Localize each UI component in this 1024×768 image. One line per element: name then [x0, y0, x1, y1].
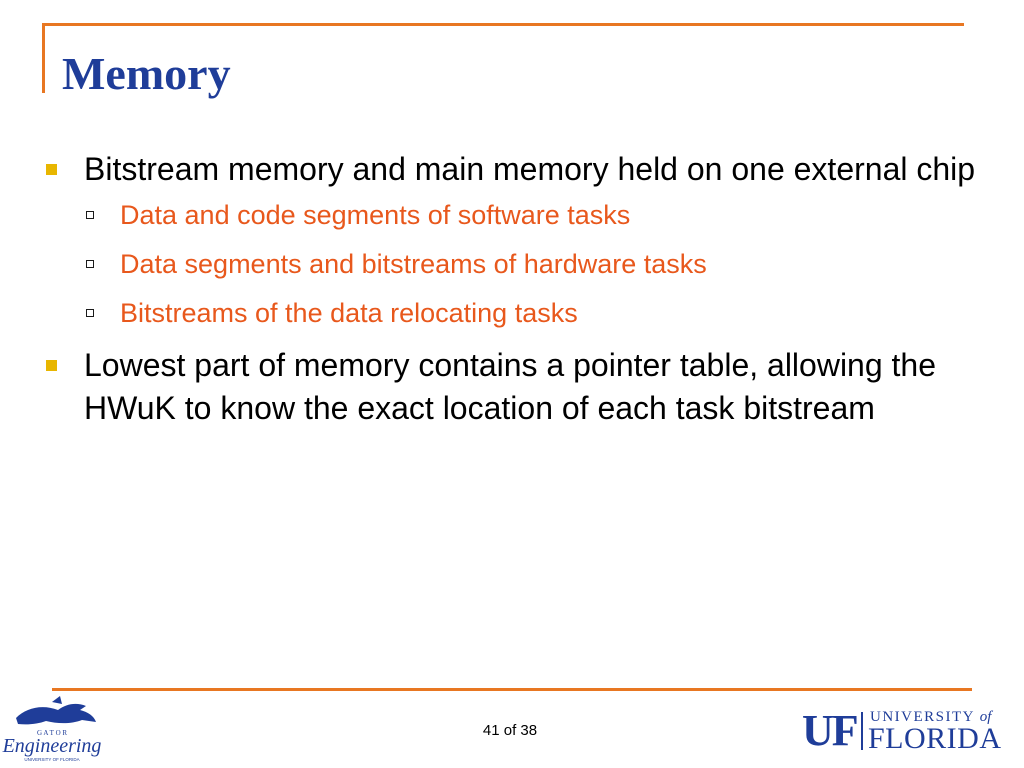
sub-bullet-item-2: Data segments and bitstreams of hardware…: [84, 248, 980, 280]
slide-title: Memory: [62, 48, 231, 99]
logo-gator-text: G A T O R: [37, 729, 67, 737]
logo-university-text: UNIVERSITY OF FLORIDA: [24, 757, 79, 762]
sub-bullet-text: Bitstreams of the data relocating tasks: [120, 298, 578, 328]
sub-bullet-text: Data segments and bitstreams of hardware…: [120, 249, 707, 279]
footer-rule: [52, 688, 972, 691]
gator-engineering-logo: G A T O R Engineering UNIVERSITY OF FLOR…: [2, 696, 101, 762]
uf-logo: UF UNIVERSITY of FLORIDA: [802, 708, 1007, 754]
square-bullet-icon: [46, 360, 57, 371]
bullet-text: Bitstream memory and main memory held on…: [84, 151, 976, 187]
square-bullet-icon: [46, 164, 57, 175]
bullet-text: Lowest part of memory contains a pointer…: [84, 347, 937, 426]
uf-logo-divider: [861, 712, 863, 750]
uf-florida-line: FLORIDA: [868, 722, 1002, 755]
bullet-list: Bitstream memory and main memory held on…: [45, 148, 980, 430]
hollow-square-bullet-icon: [86, 260, 94, 268]
uf-university-line: UNIVERSITY of: [870, 709, 992, 725]
sub-bullet-item-1: Data and code segments of software tasks: [84, 199, 980, 231]
page-number: 41 of 38: [482, 722, 538, 739]
sub-bullet-text: Data and code segments of software tasks: [120, 200, 631, 230]
logo-engineering-text: Engineering: [2, 735, 101, 757]
title-frame-left-rule: [42, 23, 45, 93]
sub-bullet-list: Data and code segments of software tasks…: [84, 199, 980, 329]
uf-mark: UF: [802, 706, 859, 755]
sub-bullet-item-3: Bitstreams of the data relocating tasks: [84, 297, 980, 329]
hollow-square-bullet-icon: [86, 211, 94, 219]
bullet-item-2: Lowest part of memory contains a pointer…: [45, 344, 980, 430]
title-frame-top-rule: [42, 23, 964, 26]
bullet-item-1: Bitstream memory and main memory held on…: [45, 148, 980, 329]
gator-head-icon: [16, 703, 96, 725]
hollow-square-bullet-icon: [86, 309, 94, 317]
